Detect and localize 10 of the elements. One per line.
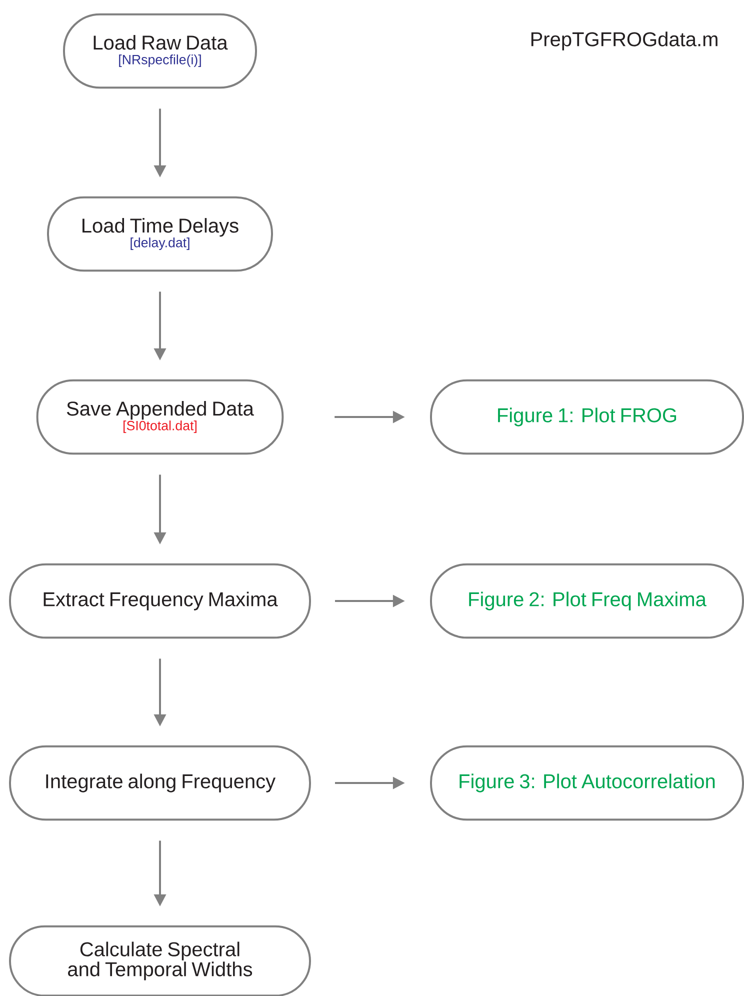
process-box: Load Raw Data [NRspecfile(i)] [63,13,257,89]
title: PrepTGFROGdata.m [531,32,718,50]
process-box: Integrate along Frequency [9,745,311,821]
process-box: Calculate Spectral and Temporal Widths [9,925,311,996]
process-box: Extract Frequency Maxima [9,563,311,639]
process-box: Figure 3: Plot Autocorrelation [430,745,744,821]
process-box: Save Appended Data [SI0total.dat] [36,379,284,455]
process-box: Figure 1: Plot FROG [430,379,744,455]
process-box: Figure 2: Plot Freq Maxima [430,563,744,639]
process-box: Load Time Delays [delay.dat] [47,196,273,272]
